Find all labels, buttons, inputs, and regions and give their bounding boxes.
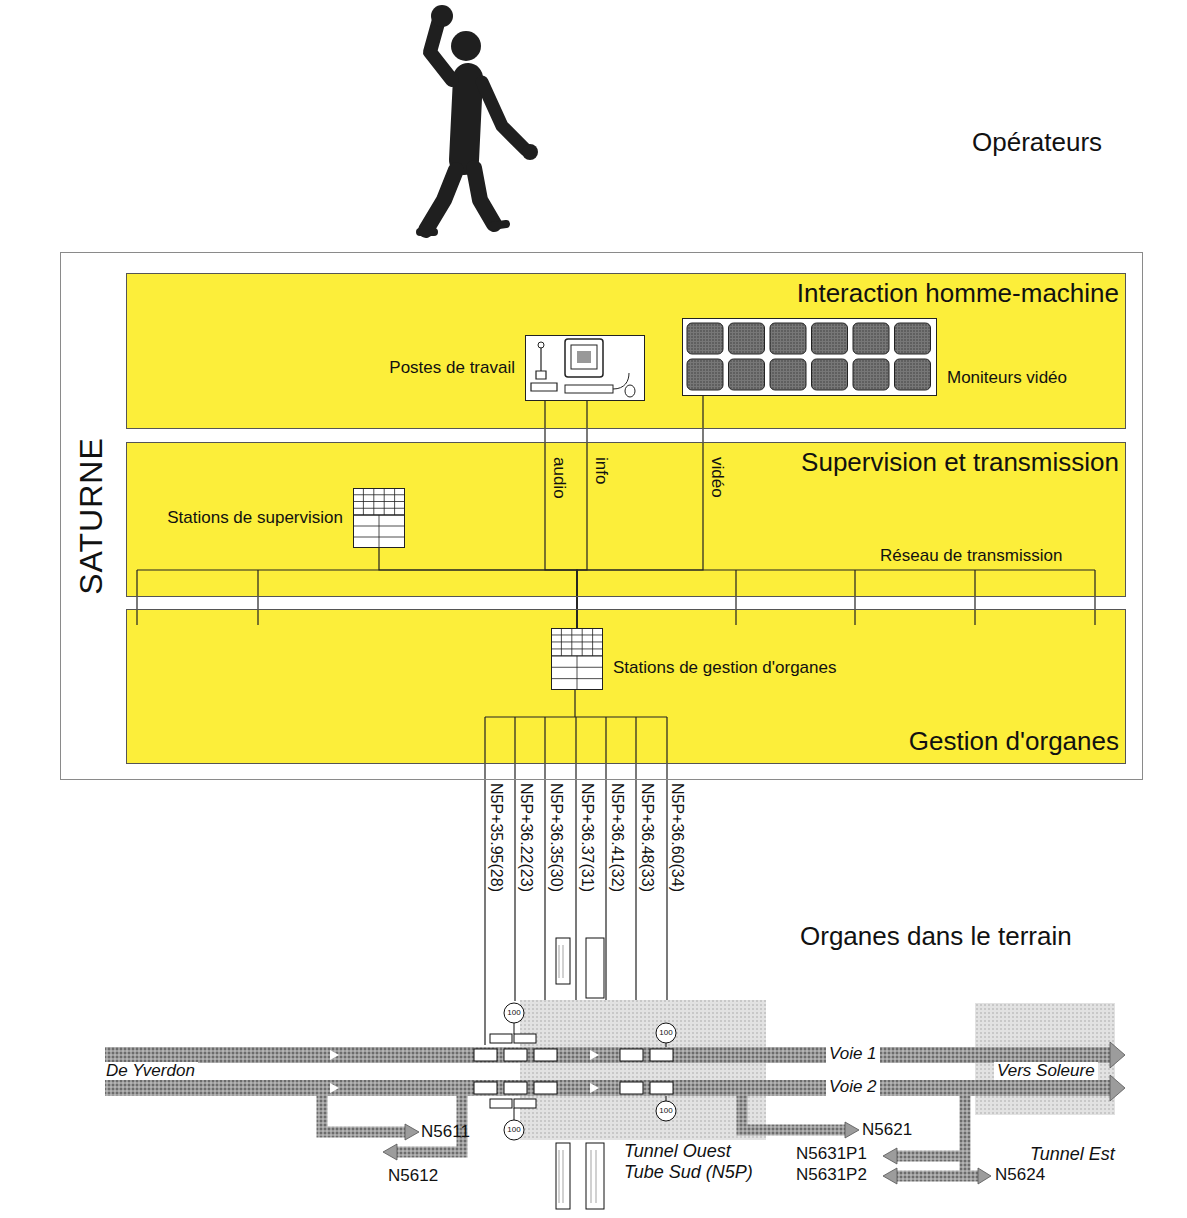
location-code: N5P+35.95(28) <box>487 783 505 892</box>
track-detectors <box>474 1034 673 1108</box>
device-group: Stations de gestion d'organes <box>551 628 836 690</box>
band-title: Gestion d'organes <box>909 727 1119 757</box>
annotation: N5631P2 <box>796 1165 867 1185</box>
annotation: Voie 1 <box>826 1045 880 1063</box>
signal-link <box>545 401 577 628</box>
band-title: Supervision et transmission <box>801 448 1119 478</box>
speed-value: 100 <box>659 1029 672 1037</box>
link-label: vidéo <box>707 455 727 500</box>
annotation: Organes dans le terrain <box>800 922 1072 952</box>
annotation: N5631P1 <box>796 1144 867 1164</box>
device-group: Stations de supervision <box>167 488 405 548</box>
tunnel-west-zone <box>520 1000 766 1140</box>
device-group: Postes de travail <box>389 335 645 401</box>
annotation: Opérateurs <box>972 128 1102 158</box>
location-code: N5P+36.41(32) <box>608 783 626 892</box>
link-label: info <box>591 455 611 486</box>
signal-link <box>577 396 703 628</box>
annotation: Voie 2 <box>826 1078 880 1096</box>
annotation: N5611 <box>421 1122 470 1142</box>
annotation: N5612 <box>388 1166 438 1186</box>
speed-value: 100 <box>659 1107 672 1115</box>
band-fill <box>126 609 1126 764</box>
annotation: N5621 <box>862 1120 912 1140</box>
system-name: SATURNE <box>73 437 110 595</box>
annotation: N5624 <box>995 1165 1045 1185</box>
link-label: audio <box>549 455 569 501</box>
station-icon <box>353 488 405 548</box>
layer-band: Supervision et transmissionStations de s… <box>126 442 1126 597</box>
signal-link <box>379 548 577 628</box>
network-bus <box>137 570 1095 625</box>
speed-value: 100 <box>507 1009 520 1017</box>
sign-panels <box>556 938 604 1209</box>
device-label: Stations de supervision <box>167 508 343 528</box>
main-tracks <box>105 1042 1125 1101</box>
speed-value: 100 <box>507 1126 520 1134</box>
location-code: N5P+36.48(33) <box>638 783 656 892</box>
device-group: Moniteurs vidéo <box>682 318 1067 396</box>
annotation: Réseau de transmission <box>880 546 1062 566</box>
band-title: Interaction homme-machine <box>797 279 1119 309</box>
speed-signals <box>504 1003 676 1140</box>
location-code: N5P+36.60(34) <box>668 783 686 892</box>
workstation-icon <box>525 335 645 401</box>
annotation: De Yverdon <box>103 1062 198 1080</box>
location-code: N5P+36.37(31) <box>578 783 596 892</box>
signal-link <box>577 401 587 628</box>
annotation: Tunnel Ouest Tube Sud (N5P) <box>624 1141 764 1182</box>
device-label: Postes de travail <box>389 358 515 378</box>
band-fill <box>126 273 1126 429</box>
layer-band: Gestion d'organes Stations de gestion d'o… <box>126 609 1126 764</box>
frame-fill <box>60 252 1143 780</box>
device-label: Stations de gestion d'organes <box>613 658 836 678</box>
layer-band: Interaction homme-machinePostes de trava… <box>126 273 1126 429</box>
device-label: Moniteurs vidéo <box>947 368 1067 388</box>
field-wires <box>485 688 667 1045</box>
operator-figure <box>420 5 538 232</box>
annotation: Tunnel Est <box>1030 1144 1115 1165</box>
location-code: N5P+36.35(30) <box>547 783 565 892</box>
annotation: Vers Soleure <box>994 1062 1098 1080</box>
band-fill <box>126 442 1126 597</box>
system-frame: SATURNE Interaction homme-machinePostes d… <box>60 252 1143 780</box>
location-code: N5P+36.22(23) <box>517 783 535 892</box>
monitor-wall-icon <box>682 318 937 396</box>
station-icon <box>551 628 603 690</box>
